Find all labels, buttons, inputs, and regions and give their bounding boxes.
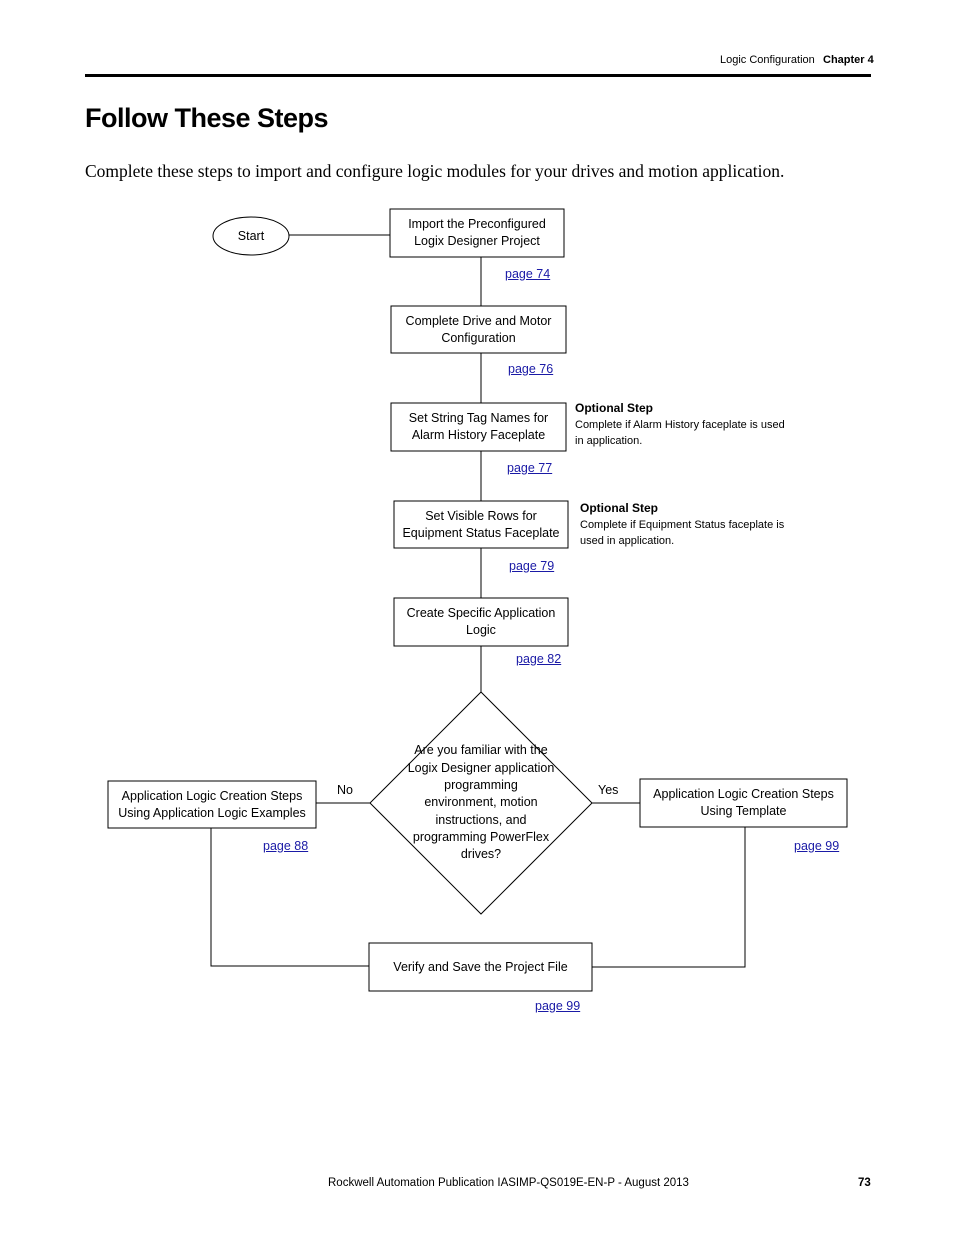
connector-no-down <box>210 828 369 967</box>
footer-publication: Rockwell Automation Publication IASIMP-Q… <box>328 1177 689 1189</box>
step-2-shape <box>390 305 567 354</box>
start-label: Start <box>237 228 265 243</box>
no-branch-shape <box>107 780 317 829</box>
connector-yes-down <box>592 827 746 968</box>
final-step-label: Verify and Save the Project File <box>393 959 568 974</box>
step-1-shape <box>389 208 565 258</box>
step-4-label: Set Visible Rows for Equipment Status Fa… <box>402 508 560 540</box>
optional-step-1-title: Optional Step <box>575 401 653 415</box>
step-3-label: Set String Tag Names for Alarm History F… <box>408 411 549 442</box>
header-chapter: Chapter 4 <box>823 54 874 66</box>
final-step-page-link[interactable]: page 99 <box>535 999 581 1013</box>
optional-step-1-text: Complete if Alarm History faceplate is u… <box>575 419 785 447</box>
yes-branch-label: Application Logic Creation Steps Using T… <box>653 787 834 818</box>
step-3-page-link[interactable]: page 77 <box>507 461 553 475</box>
no-branch-page-link[interactable]: page 88 <box>263 839 309 853</box>
step-4-page-link[interactable]: page 79 <box>509 559 555 573</box>
yes-branch-shape <box>639 778 848 828</box>
decision-label: Are you familiar with the Logix Designer… <box>407 743 555 862</box>
yes-label: Yes <box>598 783 619 797</box>
intro-text: Complete these steps to import and confi… <box>85 161 785 181</box>
decision-diamond <box>369 691 593 915</box>
header-rule <box>85 74 871 77</box>
step-1-label: Import the Preconfigured Logix Designer … <box>408 217 546 248</box>
start-oval <box>212 216 290 256</box>
footer-page-number: 73 <box>858 1177 871 1189</box>
final-step-shape <box>368 942 593 992</box>
step-1-page-link[interactable]: page 74 <box>505 267 551 281</box>
step-3-shape <box>390 402 567 452</box>
optional-step-2-title: Optional Step <box>580 501 658 515</box>
no-label: No <box>337 783 353 797</box>
optional-step-2-text: Complete if Equipment Status faceplate i… <box>580 519 785 547</box>
no-branch-label: Application Logic Creation Steps Using A… <box>118 788 306 820</box>
page-title: Follow These Steps <box>85 103 329 133</box>
step-2-page-link[interactable]: page 76 <box>508 362 554 376</box>
step-5-label: Create Specific Application Logic <box>406 606 556 637</box>
step-5-page-link[interactable]: page 82 <box>516 652 562 666</box>
header-section: Logic Configuration <box>720 54 815 66</box>
step-2-label: Complete Drive and Motor Configuration <box>405 313 552 345</box>
yes-branch-page-link[interactable]: page 99 <box>794 839 840 853</box>
